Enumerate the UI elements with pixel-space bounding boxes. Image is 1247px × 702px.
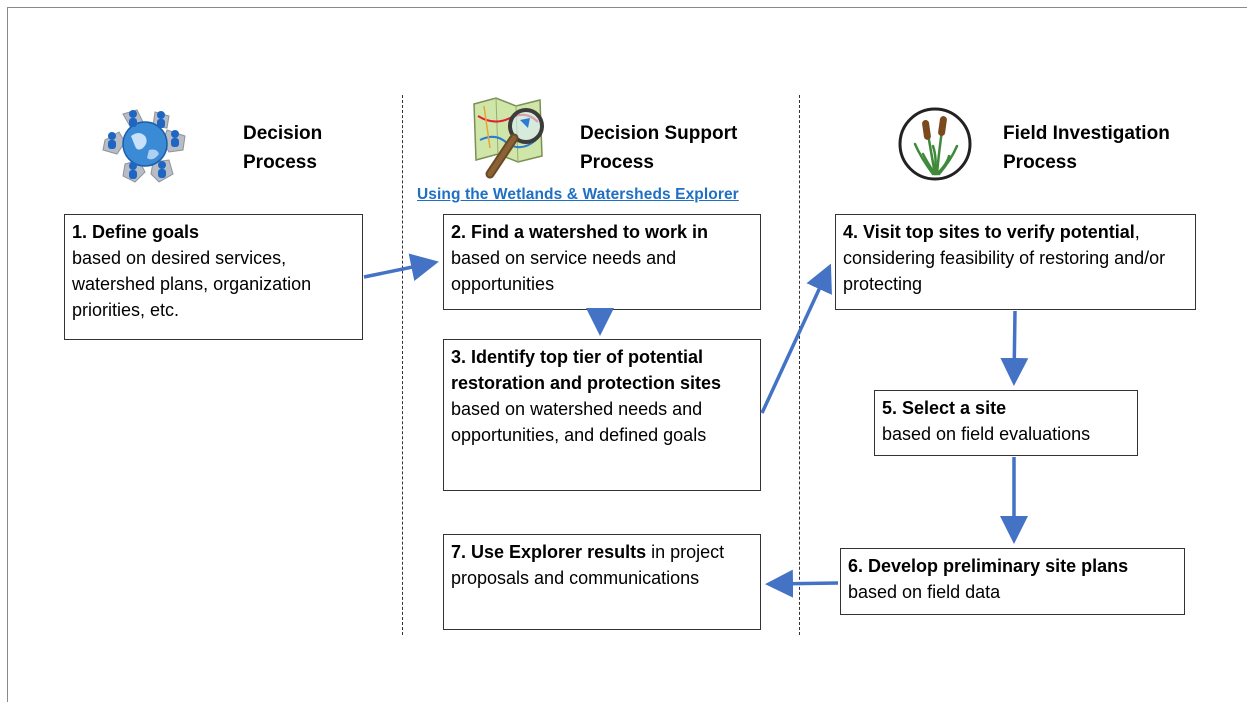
step-3-heading: 3. Identify top tier of potential restor… — [451, 347, 722, 393]
column-title-decision-support: Decision Support Process — [580, 123, 738, 173]
step-7-text: in project proposals and communications — [451, 542, 725, 588]
map-magnifier-icon — [470, 96, 562, 191]
step-6-text: based on field data — [848, 582, 1001, 602]
arrow-step4-to-step5 — [1000, 310, 1029, 386]
arrow-step3-to-step4 — [760, 263, 832, 414]
arrow-step1-to-step2 — [363, 253, 439, 281]
column-divider-left — [402, 95, 403, 635]
explorer-link[interactable]: Using the Wetlands & Watersheds Explorer — [417, 186, 739, 203]
step-5-text: based on field evaluations — [882, 424, 1091, 444]
column-title-decision: Decision Process — [243, 123, 323, 173]
diagram-frame — [7, 7, 1247, 702]
cattail-icon — [897, 106, 973, 187]
step-5-heading: 5. Select a site — [882, 398, 1007, 418]
step-4-heading: 4. Visit top sites to verify potential — [843, 222, 1135, 242]
step-1-box: 1. Define goals based on desired service… — [64, 214, 363, 340]
column-divider-right — [799, 95, 800, 635]
step-1-heading: 1. Define goals — [72, 222, 200, 242]
step-6-heading: 6. Develop preliminary site plans — [848, 556, 1129, 576]
column-title-field-investigation: Field Investigation Process — [1003, 123, 1170, 173]
step-2-text: based on service needs and opportunities — [451, 248, 677, 294]
step-5-box: 5. Select a site based on field evaluati… — [874, 390, 1138, 456]
step-7-heading: 7. Use Explorer results — [451, 542, 647, 562]
step-3-box: 3. Identify top tier of potential restor… — [443, 339, 761, 491]
step-4-text: , considering feasibility of restoring a… — [843, 222, 1166, 294]
step-2-heading: 2. Find a watershed to work in — [451, 222, 709, 242]
arrow-step6-to-step7 — [765, 569, 839, 598]
step-3-text: based on watershed needs and opportuniti… — [451, 399, 707, 445]
step-7-box: 7. Use Explorer results in project propo… — [443, 534, 761, 630]
step-6-box: 6. Develop preliminary site plans based … — [840, 548, 1185, 615]
step-4-box: 4. Visit top sites to verify potential, … — [835, 214, 1196, 310]
globe-network-icon — [95, 102, 195, 189]
step-1-text: based on desired services, watershed pla… — [72, 248, 312, 320]
step-2-box: 2. Find a watershed to work in based on … — [443, 214, 761, 310]
